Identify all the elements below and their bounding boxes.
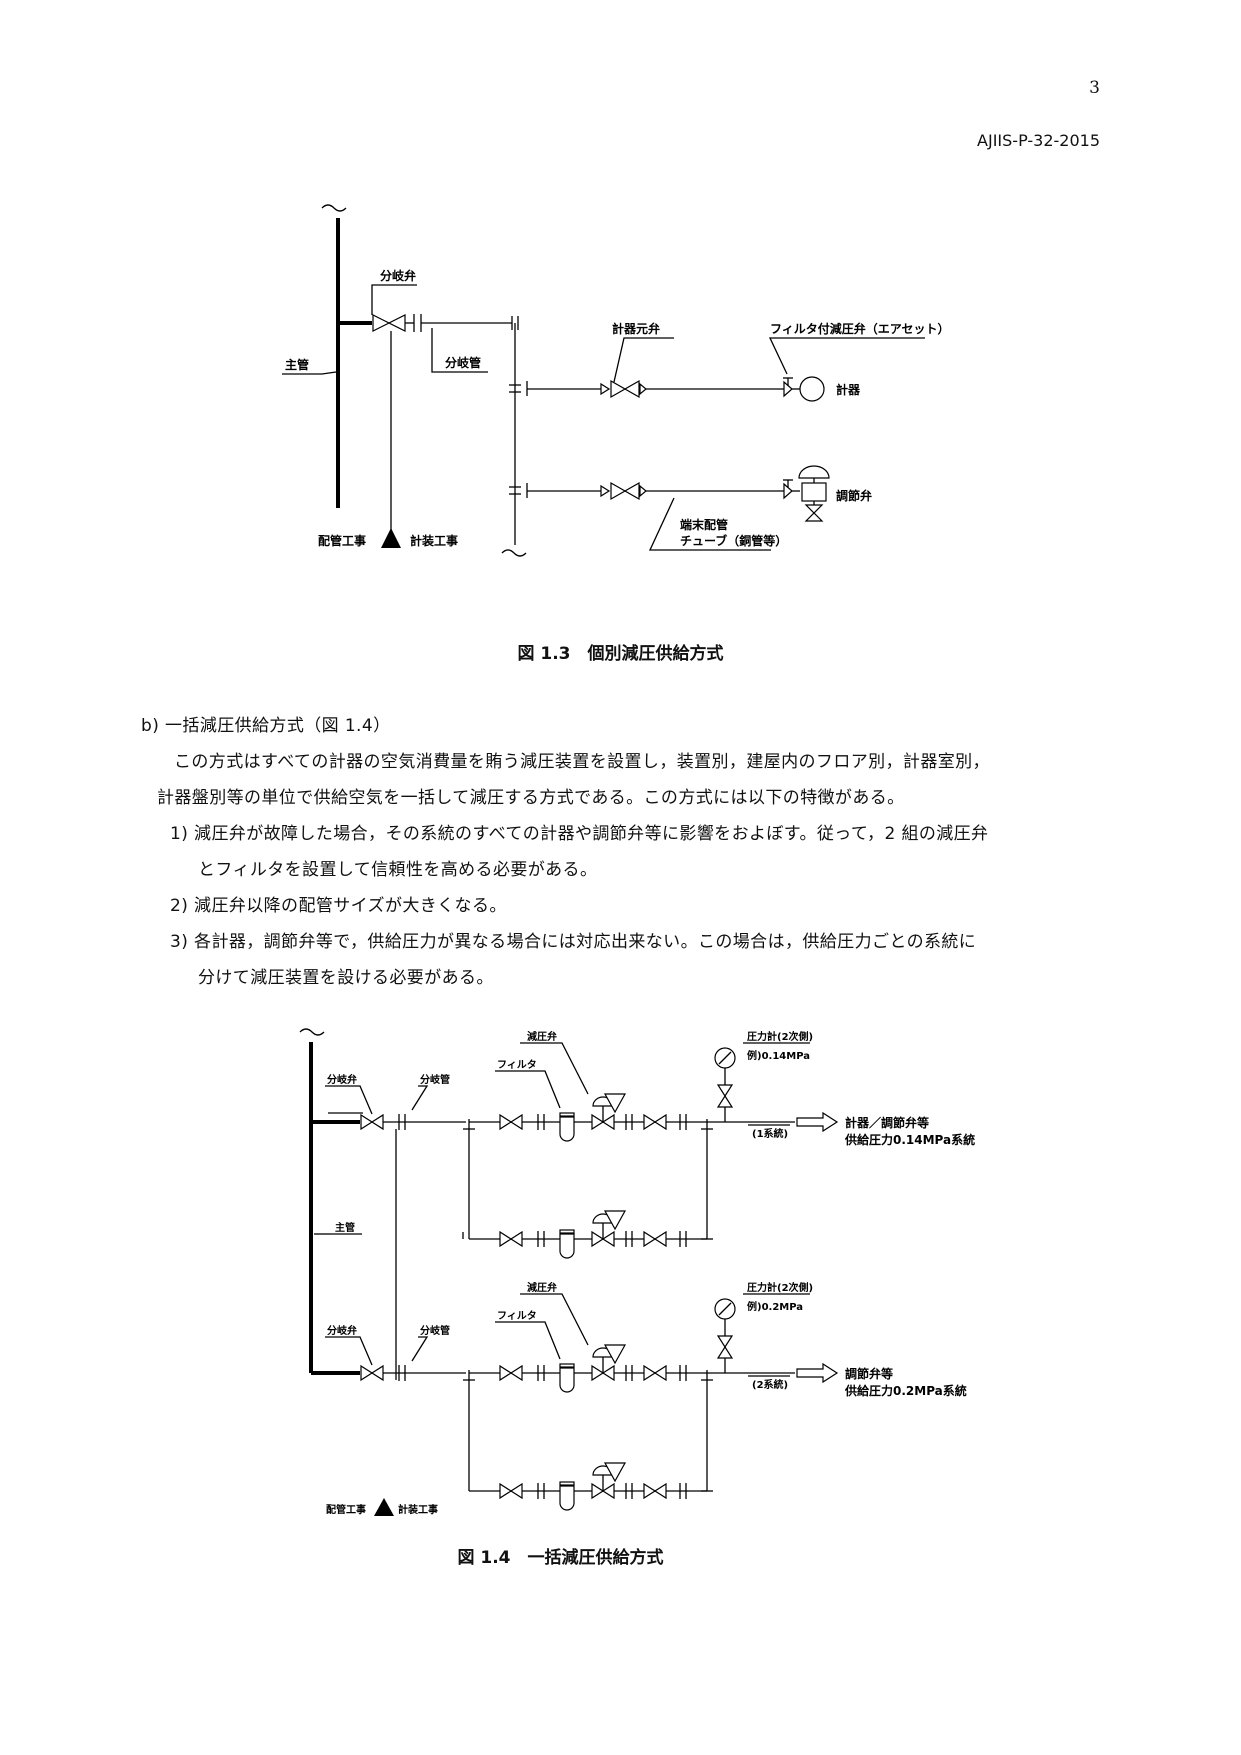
leader-line xyxy=(282,371,337,375)
figure-1-4-caption: 図 1.4 一括減圧供給方式 xyxy=(457,1548,664,1568)
list-item-3-line-1: 3) 各計器，調節弁等で，供給圧力が異なる場合には対応出来ない。この場合は，供給… xyxy=(170,932,977,952)
instrument-icon xyxy=(799,376,825,402)
list-item-3-line-2: 分けて減圧装置を設ける必要がある。 xyxy=(198,968,494,988)
leader-line xyxy=(371,284,417,315)
label-control-valve: 調節弁 xyxy=(836,488,872,503)
leader-line xyxy=(613,337,674,383)
label-branch-pipe-2: 分岐管 xyxy=(420,1324,450,1337)
instrument-root-valve-2-icon xyxy=(610,481,640,501)
branch-valve-2-icon xyxy=(360,1365,384,1381)
label-filter-regulator: フィルタ付減圧弁（エアセット） xyxy=(770,321,950,336)
filter-regulator-icon xyxy=(783,377,793,398)
pressure-reducing-train-1b xyxy=(469,1211,707,1258)
label-system-2: (2系統) xyxy=(752,1378,788,1391)
pressure-reducing-train-2b xyxy=(469,1463,707,1510)
label-destination-1a: 計器／調節弁等 xyxy=(845,1115,929,1130)
figure-1-3-diagram: 分岐弁 主管 分岐管 計器元弁 フィルタ付減圧弁（エアセット） 計器 調節弁 端… xyxy=(282,204,950,557)
figure-1-3-caption: 図 1.3 個別減圧供給方式 xyxy=(517,644,724,664)
leader-line xyxy=(431,328,488,373)
break-mark-icon xyxy=(321,204,347,212)
label-pressure-example-2: 例)0.2MPa xyxy=(747,1300,803,1313)
leader-line xyxy=(768,337,925,375)
figure-1-4-diagram: 分岐弁 分岐管 減圧弁 フィルタ 圧力計(2次側) 例)0.14MPa (1系統… xyxy=(299,1028,975,1516)
instrument-root-valve-icon xyxy=(610,379,640,399)
label-branch-pipe-1: 分岐管 xyxy=(420,1073,450,1086)
label-piping-work: 配管工事 xyxy=(318,533,366,548)
label-system-1: (1系統) xyxy=(752,1127,788,1140)
label-instrumentation-work: 計装工事 xyxy=(410,533,458,548)
label-tube-copper: チューブ（銅管等） xyxy=(680,533,787,548)
pressure-reducing-train-2a xyxy=(469,1345,707,1392)
branch-valve-1-icon xyxy=(360,1114,384,1130)
leader-line xyxy=(648,497,771,551)
break-mark-icon xyxy=(299,1028,325,1036)
label-branch-valve: 分岐弁 xyxy=(380,268,416,283)
label-destination-2a: 調節弁等 xyxy=(845,1366,893,1381)
branch-valve-icon xyxy=(372,314,406,332)
label-instrument: 計器 xyxy=(836,382,861,397)
flow-arrow-1-icon xyxy=(796,1111,839,1133)
gauge-valve-2-icon xyxy=(717,1335,733,1359)
label-destination-2b: 供給圧力0.2MPa系統 xyxy=(844,1383,967,1398)
label-pressure-example-1: 例)0.14MPa xyxy=(747,1049,810,1062)
gauge-valve-1-icon xyxy=(717,1084,733,1108)
label-branch-valve-2: 分岐弁 xyxy=(327,1324,357,1337)
document-id: AJIIS-P-32-2015 xyxy=(977,131,1100,150)
label-main-pipe: 主管 xyxy=(335,1221,355,1234)
label-filter-1: フィルタ xyxy=(497,1059,537,1071)
triangle-marker-icon xyxy=(381,528,401,548)
fitting-icon xyxy=(600,382,611,396)
section-b-paragraph-line-2: 計器盤別等の単位で供給空気を一括して減圧する方式である。この方式には以下の特徴が… xyxy=(157,788,905,808)
label-destination-1b: 供給圧力0.14MPa系統 xyxy=(844,1132,975,1147)
label-main-pipe: 主管 xyxy=(285,357,309,372)
label-branch-pipe: 分岐管 xyxy=(445,355,481,370)
label-pressure-reducing-valve-2: 減圧弁 xyxy=(527,1281,557,1294)
label-branch-valve-1: 分岐弁 xyxy=(327,1073,357,1086)
flow-arrow-2-icon xyxy=(796,1362,839,1384)
break-mark-icon xyxy=(501,549,527,557)
label-instrument-root-valve: 計器元弁 xyxy=(612,321,660,336)
label-filter-2: フィルタ xyxy=(497,1310,537,1322)
pressure-reducing-train-1a xyxy=(469,1094,707,1141)
filter-regulator-2-icon xyxy=(783,479,793,500)
list-item-1-line-2: とフィルタを設置して信頼性を高める必要がある。 xyxy=(198,860,598,880)
triangle-marker-icon xyxy=(374,1498,394,1516)
page-number: 3 xyxy=(1089,78,1100,98)
label-piping-work: 配管工事 xyxy=(326,1503,366,1516)
control-valve-icon xyxy=(798,465,830,522)
label-pressure-gauge-2: 圧力計(2次側) xyxy=(747,1281,813,1294)
label-instrumentation-work: 計装工事 xyxy=(398,1503,438,1516)
label-terminal-piping: 端末配管 xyxy=(680,517,728,532)
section-b-paragraph-line-1: この方式はすべての計器の空気消費量を賄う減圧装置を設置し，装置別，建屋内のフロア… xyxy=(174,752,990,772)
section-b-heading: b) 一括減圧供給方式（図 1.4） xyxy=(141,716,391,736)
label-pressure-gauge-1: 圧力計(2次側) xyxy=(747,1030,813,1043)
label-pressure-reducing-valve-1: 減圧弁 xyxy=(527,1030,557,1043)
list-item-2: 2) 減圧弁以降の配管サイズが大きくなる。 xyxy=(170,896,507,916)
list-item-1-line-1: 1) 減圧弁が故障した場合，その系統のすべての計器や調節弁等に影響をおよぼす。従… xyxy=(170,824,989,844)
